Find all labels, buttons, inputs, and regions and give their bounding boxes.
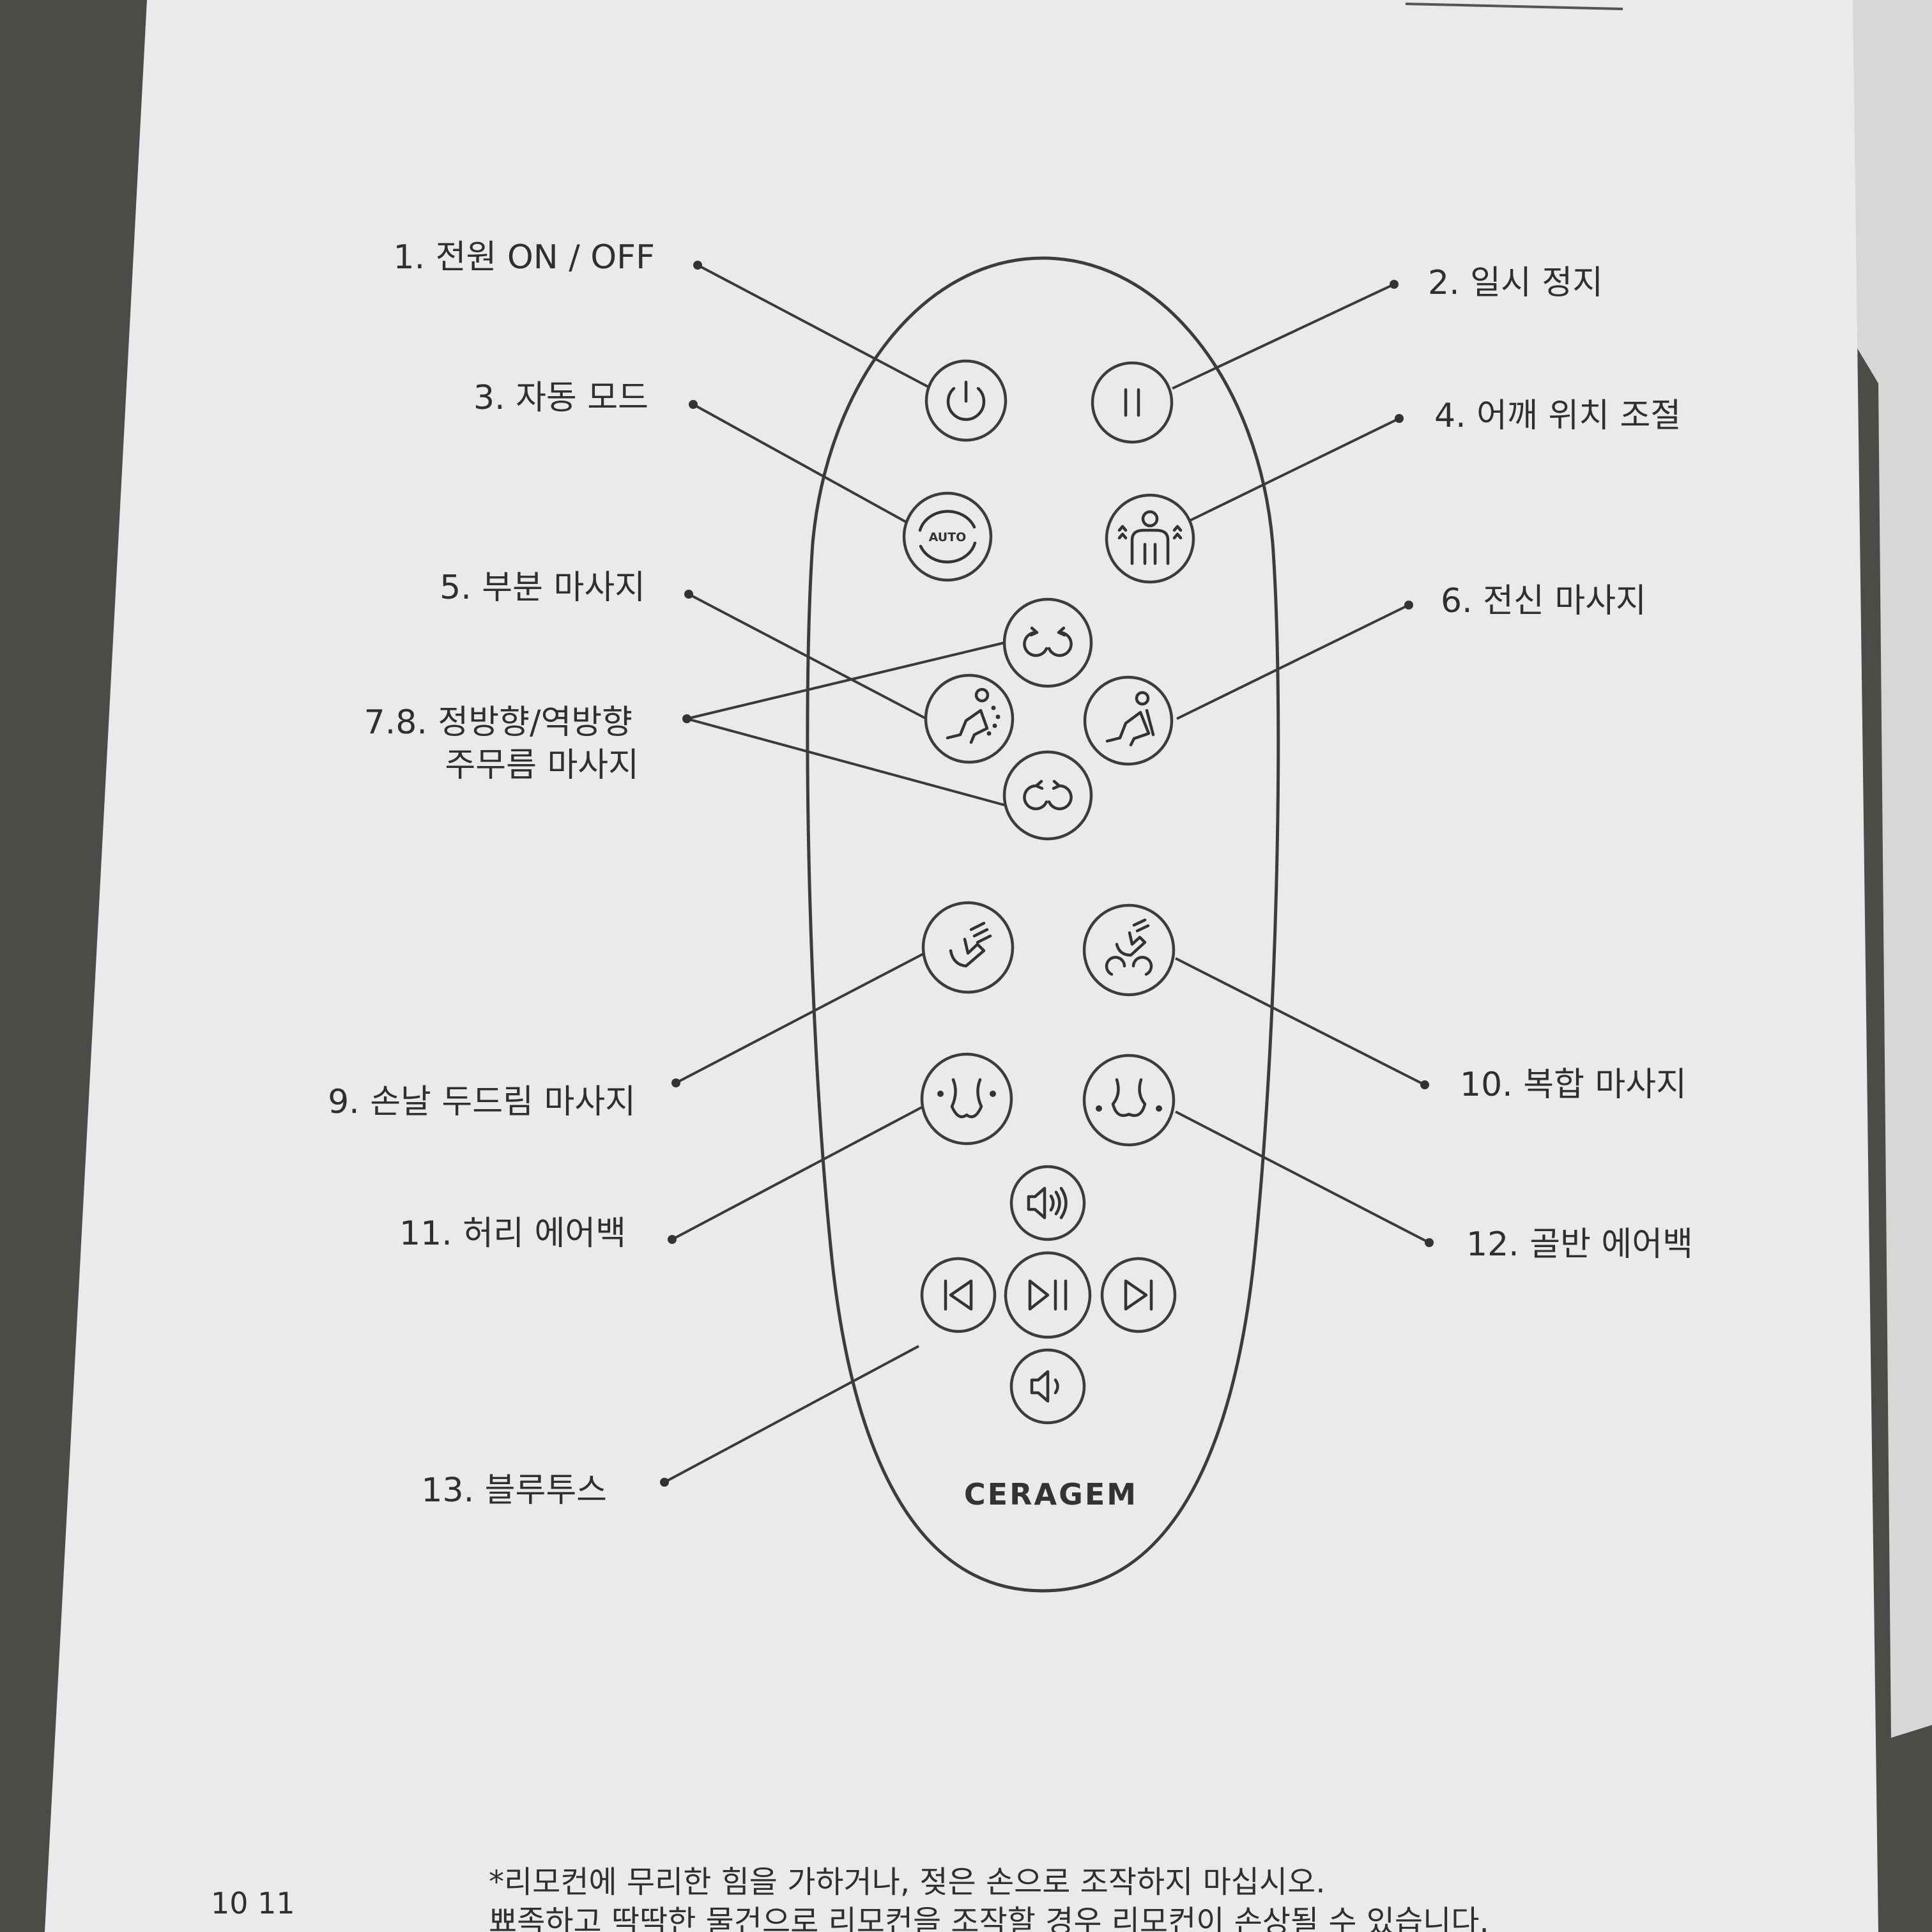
hand-tapping-button[interactable] <box>921 901 1015 994</box>
waist-airbag-icon <box>937 1078 996 1119</box>
next-track-icon <box>1124 1279 1153 1311</box>
label-bluetooth: 13. 블루투스 <box>421 1471 607 1510</box>
waist-airbag-button[interactable] <box>920 1052 1013 1146</box>
full-body-massage-icon <box>1105 691 1155 747</box>
next-page-edge <box>1636 0 1932 1738</box>
top-rule <box>1405 3 1623 10</box>
leader-11 <box>671 1106 923 1241</box>
footer-note-line2: 뾰족하고 딱딱한 물건으로 리모컨을 조작할 경우 리모컨이 손상될 수 있습니… <box>489 1904 1489 1932</box>
volume-up-icon <box>1027 1186 1068 1220</box>
leader-9 <box>675 952 925 1084</box>
volume-down-icon <box>1030 1370 1059 1403</box>
pelvis-airbag-icon <box>1096 1078 1162 1117</box>
previous-track-icon <box>944 1279 973 1311</box>
footer-note-line1: *리모컨에 무리한 힘을 가하거나, 젖은 손으로 조작하지 마십시오. <box>489 1864 1325 1900</box>
play-pause-button[interactable] <box>1004 1251 1092 1339</box>
label-hand-tapping: 9. 손날 두드림 마사지 <box>328 1083 636 1121</box>
label-kneading-direction: 7.8. 정방향/역방향 <box>364 703 632 742</box>
auto-mode-icon: AUTO <box>918 510 977 564</box>
label-power: 1. 전원 ON / OFF <box>393 238 655 277</box>
combination-massage-button[interactable] <box>1082 903 1176 997</box>
previous-track-button[interactable] <box>920 1257 997 1333</box>
bluetooth-controls <box>920 1165 1177 1425</box>
volume-up-button[interactable] <box>1009 1165 1086 1241</box>
leader-3 <box>693 403 908 524</box>
leader-7 <box>686 641 1005 720</box>
label-auto-mode: 3. 자동 모드 <box>473 379 648 417</box>
leader-5 <box>688 593 927 720</box>
remote-outline <box>806 256 1280 1593</box>
next-track-button[interactable] <box>1100 1257 1177 1333</box>
leader-4 <box>1189 417 1400 522</box>
power-button[interactable] <box>924 359 1008 442</box>
kneading-reverse-icon <box>1023 779 1073 811</box>
leader-8 <box>686 717 1005 806</box>
brand-logo: CERAGEM <box>964 1477 1138 1512</box>
full-body-massage-button[interactable] <box>1083 675 1174 766</box>
pause-icon <box>1124 388 1140 417</box>
leader-10 <box>1175 957 1425 1086</box>
callout-labels: 1. 전원 ON / OFF 2. 일시 정지 3. 자동 모드 4. 어깨 위… <box>328 238 1693 1510</box>
kneading-reverse-button[interactable] <box>1002 750 1093 841</box>
auto-mode-button[interactable]: AUTO <box>902 491 993 582</box>
kneading-forward-button[interactable] <box>1002 597 1093 688</box>
kneading-forward-icon <box>1023 626 1073 657</box>
label-full-body-massage: 6. 전신 마사지 <box>1441 582 1646 620</box>
pause-button[interactable] <box>1091 361 1174 444</box>
svg-text:AUTO: AUTO <box>929 530 967 544</box>
leader-lines <box>660 261 1434 1487</box>
page-numbers: 10 11 <box>211 1886 295 1920</box>
play-pause-icon <box>1028 1279 1068 1311</box>
volume-down-button[interactable] <box>1009 1348 1086 1425</box>
label-pelvis-airbag: 12. 골반 에어백 <box>1466 1225 1693 1264</box>
leader-2 <box>1172 283 1395 390</box>
label-pause: 2. 일시 정지 <box>1428 264 1603 302</box>
leader-13 <box>664 1345 919 1483</box>
leader-12 <box>1175 1110 1430 1244</box>
combination-massage-icon <box>1105 918 1153 976</box>
partial-massage-button[interactable] <box>924 673 1015 764</box>
label-kneading-massage: 주무름 마사지 <box>445 746 639 785</box>
leader-1 <box>697 264 928 388</box>
shoulder-adjust-button[interactable] <box>1105 493 1195 584</box>
leader-6 <box>1176 604 1409 720</box>
power-icon <box>946 380 986 421</box>
label-partial-massage: 5. 부분 마사지 <box>440 569 645 607</box>
label-shoulder-adjust: 4. 어깨 위치 조절 <box>1434 397 1681 435</box>
shoulder-adjust-icon <box>1117 510 1183 565</box>
hand-tapping-icon <box>949 921 992 968</box>
label-combination-massage: 10. 복합 마사지 <box>1460 1066 1687 1104</box>
pelvis-airbag-button[interactable] <box>1082 1054 1176 1147</box>
partial-massage-icon <box>946 687 1000 744</box>
label-waist-airbag: 11. 허리 에어백 <box>399 1215 626 1253</box>
